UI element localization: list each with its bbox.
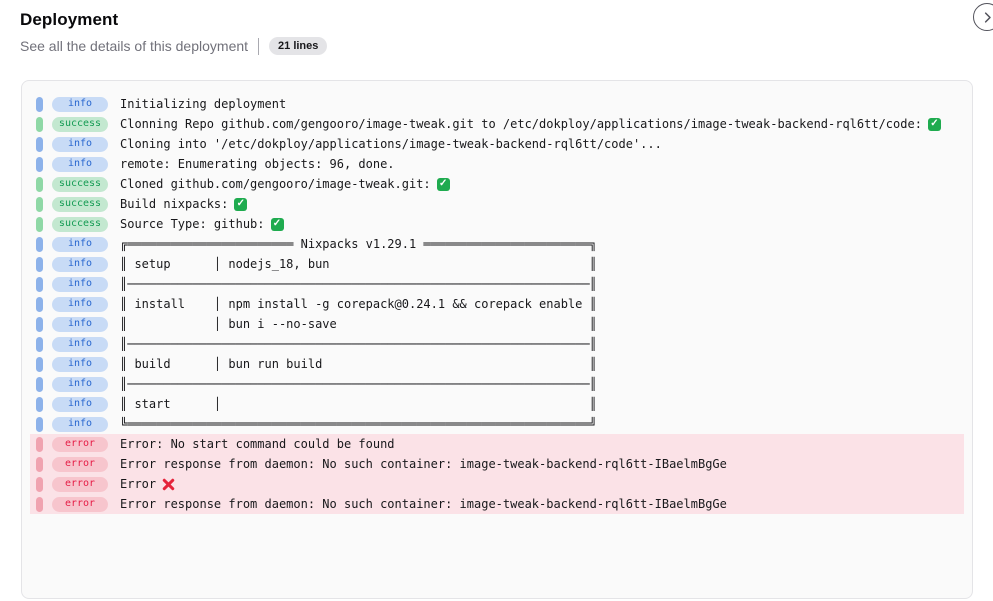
level-badge: info bbox=[52, 316, 108, 332]
check-emoji-icon: ✓ bbox=[927, 117, 941, 131]
log-line: info Cloning into '/etc/dokploy/applicat… bbox=[30, 134, 964, 154]
log-text: ║ install │ npm install -g corepack@0.24… bbox=[120, 297, 597, 311]
check-emoji-icon: ✓ bbox=[234, 197, 248, 211]
close-panel-button[interactable] bbox=[973, 3, 993, 31]
level-badge: info bbox=[52, 296, 108, 312]
level-badge: info bbox=[52, 376, 108, 392]
level-indicator-bar bbox=[36, 356, 43, 372]
level-badge: success bbox=[52, 196, 108, 212]
log-text: Error response from daemon: No such cont… bbox=[120, 457, 727, 471]
log-text: ╔═══════════════════════ Nixpacks v1.29.… bbox=[120, 237, 597, 251]
level-indicator-bar bbox=[36, 416, 43, 432]
log-line: info ║ build │ bun run build ║ bbox=[30, 354, 964, 374]
level-badge: success bbox=[52, 116, 108, 132]
log-text: ║───────────────────────────────────────… bbox=[120, 377, 597, 391]
level-badge: error bbox=[52, 436, 108, 452]
level-badge: error bbox=[52, 496, 108, 512]
log-line: error Error bbox=[30, 474, 964, 494]
log-line: info ║──────────────────────────────────… bbox=[30, 334, 964, 354]
log-text: ╚═══════════════════════════════════════… bbox=[120, 417, 597, 431]
subtitle-divider bbox=[258, 37, 260, 55]
log-text: Error: No start command could be found bbox=[120, 437, 395, 451]
level-badge: info bbox=[52, 356, 108, 372]
log-text: Cloned github.com/gengooro/image-tweak.g… bbox=[120, 177, 431, 191]
log-line: info ║──────────────────────────────────… bbox=[30, 374, 964, 394]
level-indicator-bar bbox=[36, 116, 43, 132]
log-text: Build nixpacks: bbox=[120, 197, 229, 211]
log-line: error Error response from daemon: No suc… bbox=[30, 454, 964, 474]
page-header: Deployment See all the details of this d… bbox=[20, 10, 953, 55]
level-indicator-bar bbox=[36, 236, 43, 252]
level-indicator-bar bbox=[36, 156, 43, 172]
level-badge: info bbox=[52, 156, 108, 172]
log-line: error Error response from daemon: No suc… bbox=[30, 494, 964, 514]
log-line: info ║ install │ npm install -g corepack… bbox=[30, 294, 964, 314]
lines-count-badge: 21 lines bbox=[269, 37, 328, 55]
level-indicator-bar bbox=[36, 436, 43, 452]
level-indicator-bar bbox=[36, 316, 43, 332]
level-badge: info bbox=[52, 416, 108, 432]
log-line: info ║ setup │ nodejs_18, bun ║ bbox=[30, 254, 964, 274]
level-badge: info bbox=[52, 276, 108, 292]
level-badge: success bbox=[52, 176, 108, 192]
level-indicator-bar bbox=[36, 336, 43, 352]
level-badge: error bbox=[52, 476, 108, 492]
level-indicator-bar bbox=[36, 456, 43, 472]
level-indicator-bar bbox=[36, 476, 43, 492]
log-text: Cloning into '/etc/dokploy/applications/… bbox=[120, 137, 662, 151]
log-text: Error bbox=[120, 477, 157, 491]
log-line: success Cloned github.com/gengooro/image… bbox=[30, 174, 964, 194]
level-badge: info bbox=[52, 236, 108, 252]
page-subtitle-row: See all the details of this deployment 2… bbox=[20, 37, 953, 55]
level-badge: info bbox=[52, 256, 108, 272]
log-line: error Error: No start command could be f… bbox=[30, 434, 964, 454]
log-line: info ╚══════════════════════════════════… bbox=[30, 414, 964, 434]
level-badge: info bbox=[52, 336, 108, 352]
level-badge: info bbox=[52, 396, 108, 412]
log-line: success Source Type: github: ✓ bbox=[30, 214, 964, 234]
level-indicator-bar bbox=[36, 96, 43, 112]
log-line: success Clonning Repo github.com/gengoor… bbox=[30, 114, 964, 134]
log-text: ║ setup │ nodejs_18, bun ║ bbox=[120, 257, 597, 271]
log-line: success Build nixpacks: ✓ bbox=[30, 194, 964, 214]
log-line: info Initializing deployment bbox=[30, 94, 964, 114]
log-line: info ║──────────────────────────────────… bbox=[30, 274, 964, 294]
log-text: Clonning Repo github.com/gengooro/image-… bbox=[120, 117, 922, 131]
level-badge: error bbox=[52, 456, 108, 472]
level-indicator-bar bbox=[36, 396, 43, 412]
log-line: info remote: Enumerating objects: 96, do… bbox=[30, 154, 964, 174]
log-text: remote: Enumerating objects: 96, done. bbox=[120, 157, 395, 171]
level-badge: info bbox=[52, 136, 108, 152]
level-indicator-bar bbox=[36, 376, 43, 392]
log-text: ║ │ bun i --no-save ║ bbox=[120, 317, 597, 331]
log-text: Initializing deployment bbox=[120, 97, 287, 111]
level-badge: success bbox=[52, 216, 108, 232]
log-text: ║ build │ bun run build ║ bbox=[120, 357, 597, 371]
level-indicator-bar bbox=[36, 296, 43, 312]
level-indicator-bar bbox=[36, 496, 43, 512]
deployment-log-panel[interactable]: info Initializing deployment success Clo… bbox=[21, 80, 973, 599]
log-text: Source Type: github: bbox=[120, 217, 265, 231]
log-line: info ║ start │ ║ bbox=[30, 394, 964, 414]
level-indicator-bar bbox=[36, 196, 43, 212]
log-line: info ║ │ bun i --no-save ║ bbox=[30, 314, 964, 334]
check-emoji-icon: ✓ bbox=[436, 177, 450, 191]
level-badge: info bbox=[52, 96, 108, 112]
chevron-right-icon bbox=[980, 10, 993, 25]
page-title: Deployment bbox=[20, 10, 119, 29]
level-indicator-bar bbox=[36, 136, 43, 152]
level-indicator-bar bbox=[36, 256, 43, 272]
log-line: info ╔═══════════════════════ Nixpacks v… bbox=[30, 234, 964, 254]
level-indicator-bar bbox=[36, 276, 43, 292]
log-text: ║───────────────────────────────────────… bbox=[120, 277, 597, 291]
page-subtitle: See all the details of this deployment bbox=[20, 38, 249, 54]
check-emoji-icon: ✓ bbox=[270, 217, 284, 231]
cross-emoji-icon bbox=[162, 478, 175, 491]
log-text: ║───────────────────────────────────────… bbox=[120, 337, 597, 351]
level-indicator-bar bbox=[36, 176, 43, 192]
log-text: Error response from daemon: No such cont… bbox=[120, 497, 727, 511]
log-text: ║ start │ ║ bbox=[120, 397, 597, 411]
level-indicator-bar bbox=[36, 216, 43, 232]
